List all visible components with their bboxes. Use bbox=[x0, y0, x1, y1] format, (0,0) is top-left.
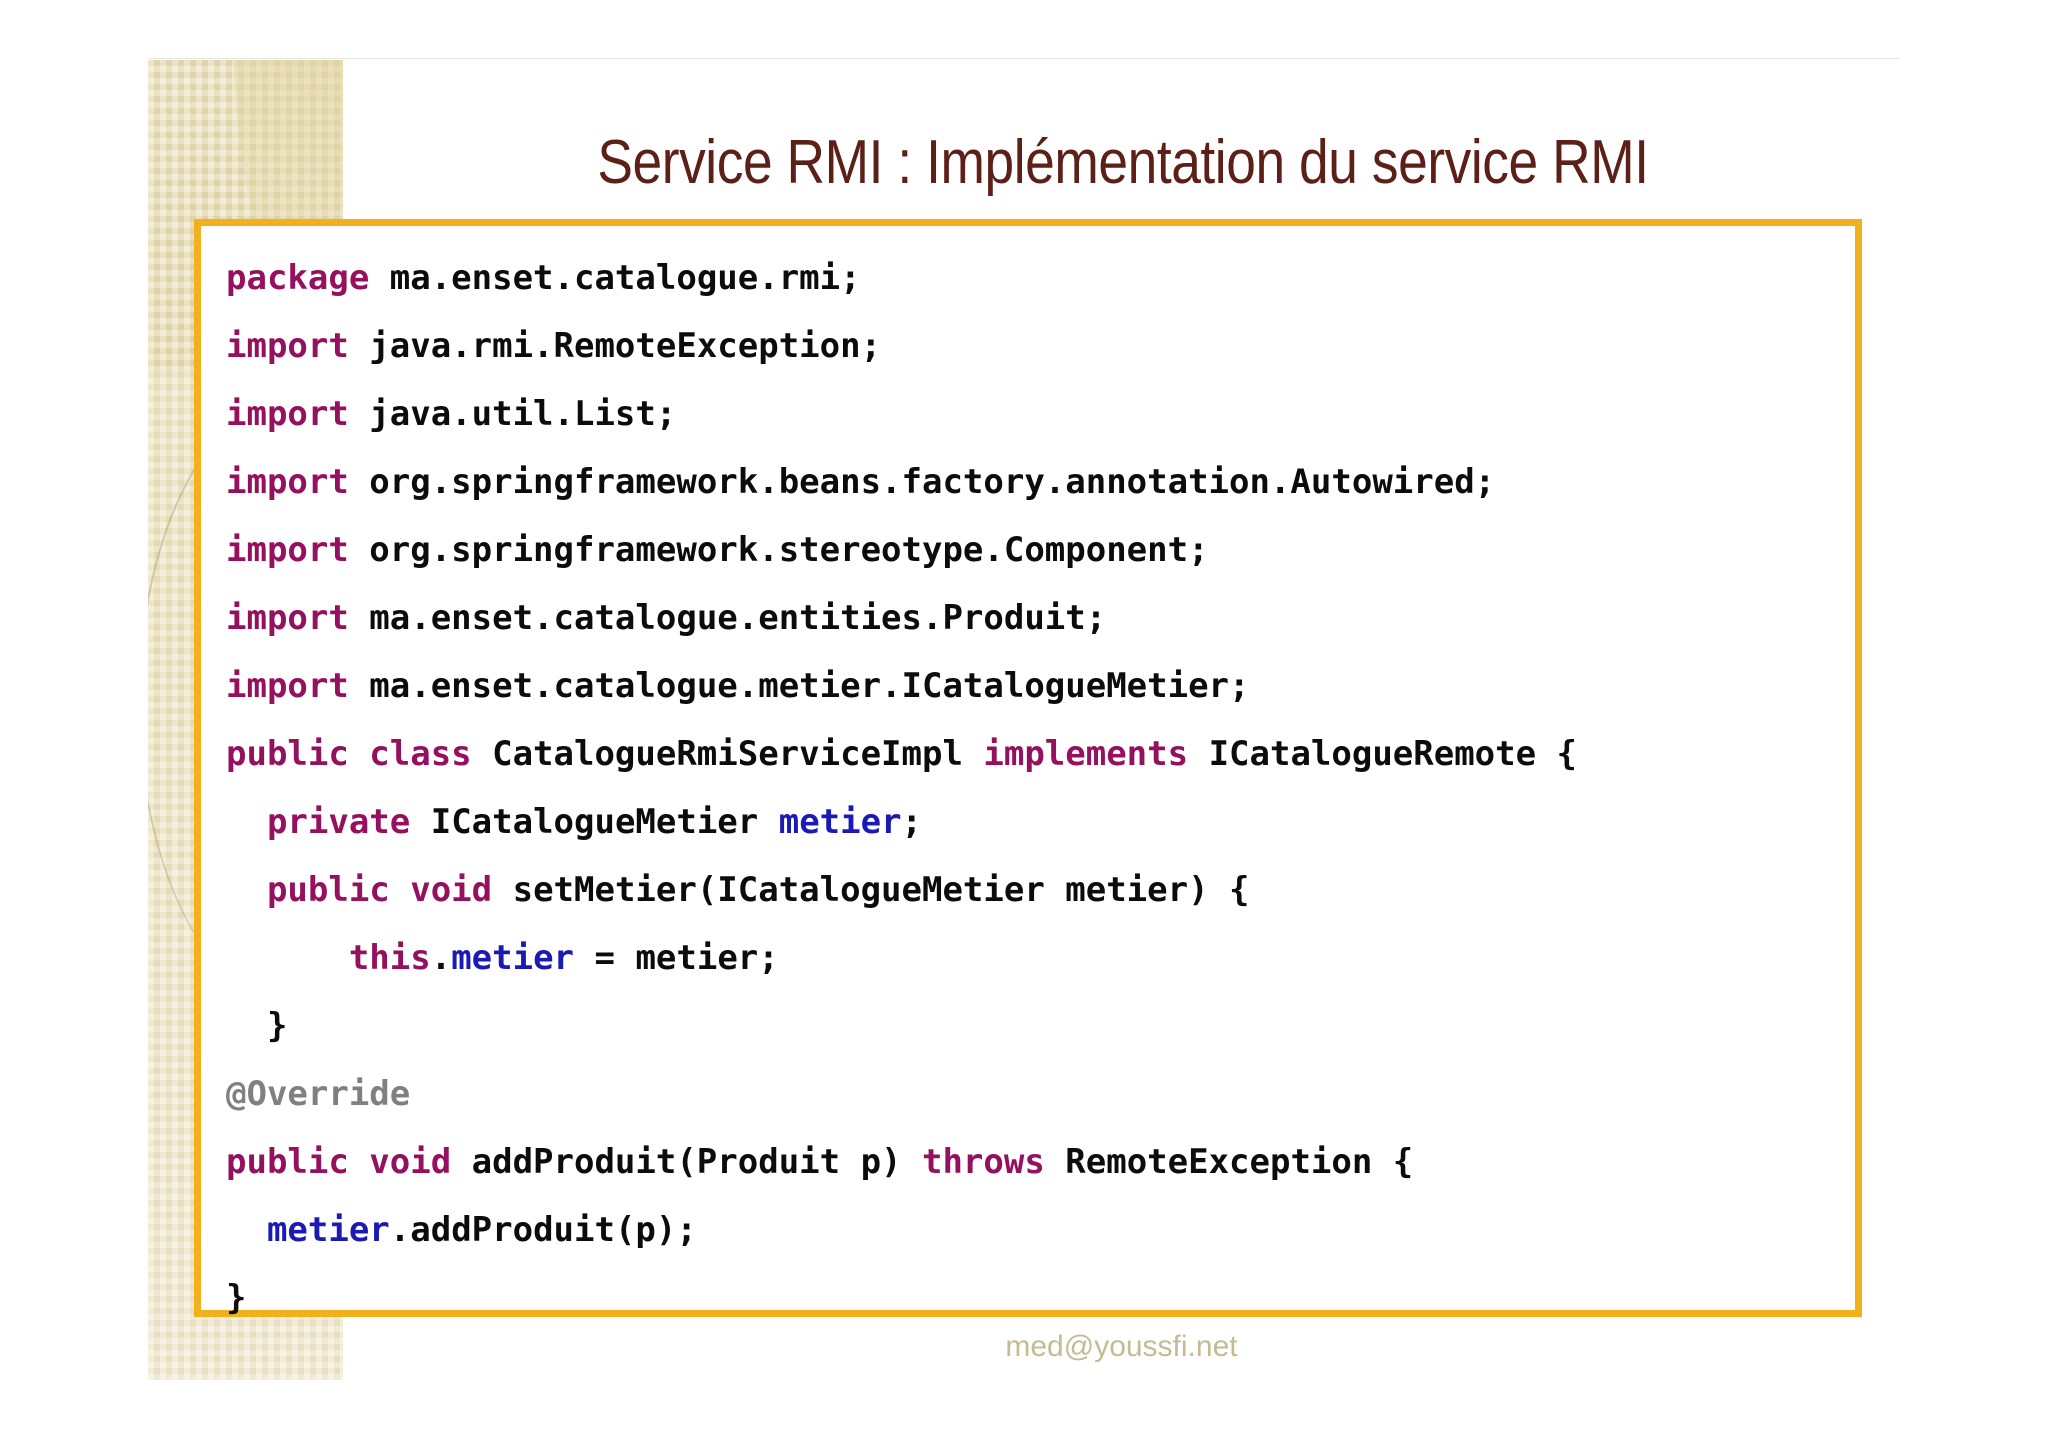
code-line: this.metier = metier; bbox=[226, 924, 1847, 992]
code-line: private ICatalogueMetier metier; bbox=[226, 788, 1847, 856]
code-token: @Override bbox=[226, 1074, 411, 1114]
code-line: import ma.enset.catalogue.metier.ICatalo… bbox=[226, 652, 1847, 720]
code-line: public void setMetier(ICatalogueMetier m… bbox=[226, 856, 1847, 924]
code-token bbox=[226, 1210, 267, 1250]
code-token: java.rmi.RemoteException; bbox=[348, 326, 882, 366]
code-token: setMetier(ICatalogueMetier metier) { bbox=[492, 870, 1250, 910]
code-token bbox=[226, 938, 349, 978]
code-line: } bbox=[226, 1264, 1847, 1332]
code-token: RemoteException { bbox=[1044, 1142, 1414, 1182]
slide-top-rule bbox=[148, 58, 1900, 59]
code-token bbox=[226, 802, 267, 842]
code-token bbox=[226, 870, 267, 910]
code-token: metier bbox=[451, 938, 575, 978]
code-line: import java.rmi.RemoteException; bbox=[226, 312, 1847, 380]
code-token: import bbox=[226, 666, 349, 706]
code-token: metier bbox=[778, 802, 902, 842]
code-token: this bbox=[348, 938, 431, 978]
code-token: ICatalogueRemote { bbox=[1188, 734, 1578, 774]
code-token: import bbox=[226, 530, 349, 570]
code-token: import bbox=[226, 394, 349, 434]
code-token: throws bbox=[921, 1142, 1045, 1182]
page-title: Service RMI : Implémentation du service … bbox=[597, 128, 1649, 197]
code-token: org.springframework.stereotype.Component… bbox=[348, 530, 1209, 570]
code-token: addProduit(Produit p) bbox=[451, 1142, 922, 1182]
code-token: . bbox=[430, 938, 452, 978]
code-token: CatalogueRmiServiceImpl bbox=[471, 734, 984, 774]
code-token: org.springframework.beans.factory.annota… bbox=[348, 462, 1496, 502]
code-token: package bbox=[226, 258, 370, 298]
code-token: private bbox=[266, 802, 411, 842]
footer-contact: med@youssfi.net bbox=[1005, 1330, 1238, 1363]
code-token: } bbox=[226, 1278, 247, 1318]
code-token: metier bbox=[266, 1210, 390, 1250]
code-token: import bbox=[226, 598, 349, 638]
code-token: ma.enset.catalogue.rmi; bbox=[369, 258, 861, 298]
code-token: } bbox=[226, 1006, 288, 1046]
code-line: public class CatalogueRmiServiceImpl imp… bbox=[226, 720, 1847, 788]
code-line: @Override bbox=[226, 1060, 1847, 1128]
code-token: ICatalogueMetier bbox=[410, 802, 779, 842]
code-line: import org.springframework.beans.factory… bbox=[226, 448, 1847, 516]
code-token: ma.enset.catalogue.metier.ICatalogueMeti… bbox=[348, 666, 1250, 706]
code-token: java.util.List; bbox=[348, 394, 677, 434]
code-line: import ma.enset.catalogue.entities.Produ… bbox=[226, 584, 1847, 652]
code-token: implements bbox=[983, 734, 1189, 774]
code-token: .addProduit(p); bbox=[389, 1210, 697, 1250]
code-token: public void bbox=[266, 870, 493, 910]
code-token: public class bbox=[226, 734, 472, 774]
code-listing: package ma.enset.catalogue.rmi;import ja… bbox=[226, 244, 1847, 1332]
code-line: public void addProduit(Produit p) throws… bbox=[226, 1128, 1847, 1196]
code-token: ; bbox=[901, 802, 923, 842]
code-line: import java.util.List; bbox=[226, 380, 1847, 448]
code-line: metier.addProduit(p); bbox=[226, 1196, 1847, 1264]
code-line: package ma.enset.catalogue.rmi; bbox=[226, 244, 1847, 312]
code-token: = metier; bbox=[574, 938, 779, 978]
code-token: public void bbox=[226, 1142, 452, 1182]
code-listing-box: package ma.enset.catalogue.rmi;import ja… bbox=[194, 219, 1862, 1318]
code-token: ma.enset.catalogue.entities.Produit; bbox=[348, 598, 1107, 638]
code-token: import bbox=[226, 326, 349, 366]
code-line: } bbox=[226, 992, 1847, 1060]
code-line: import org.springframework.stereotype.Co… bbox=[226, 516, 1847, 584]
code-token: import bbox=[226, 462, 349, 502]
